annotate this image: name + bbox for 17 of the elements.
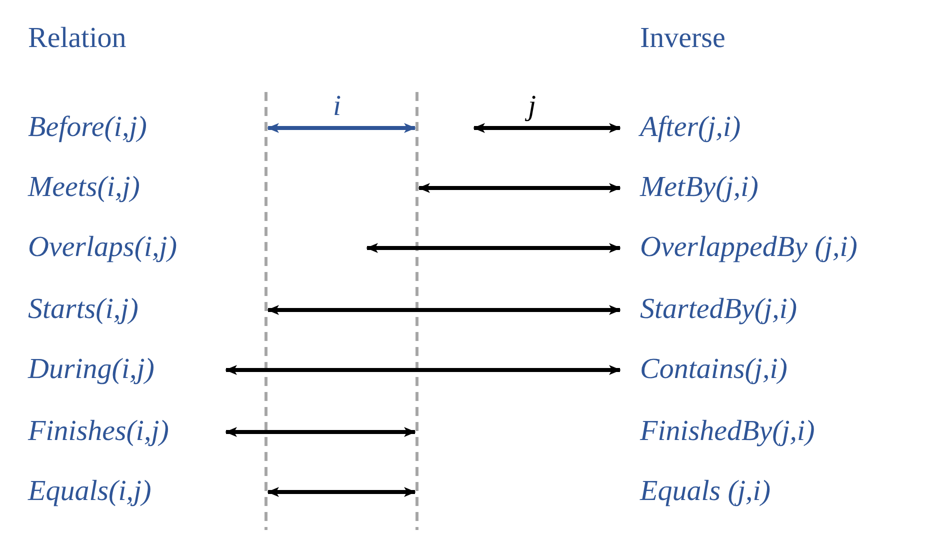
relation-label: Before(i,j) [28,113,147,142]
inverse-relation-label: StartedBy(j,i) [640,295,798,324]
inverse-relation-label: FinishedBy(j,i) [640,417,815,446]
relation-label: Overlaps(i,j) [28,233,177,262]
relation-label: During(i,j) [28,355,154,384]
relation-label: Finishes(i,j) [28,417,169,446]
relation-label: Starts(i,j) [28,295,138,324]
inverse-relation-label: OverlappedBy (j,i) [640,233,858,262]
inverse-relation-label: MetBy(j,i) [640,173,758,202]
inverse-relation-label: Contains(j,i) [640,355,788,384]
column-heading: Inverse [640,24,726,53]
inverse-relation-label: Equals (j,i) [640,477,770,506]
interval-label: i [333,92,342,121]
relation-label: Meets(i,j) [28,173,140,202]
column-heading: Relation [28,24,126,53]
inverse-relation-label: After(j,i) [640,113,741,142]
relation-label: Equals(i,j) [28,477,152,506]
